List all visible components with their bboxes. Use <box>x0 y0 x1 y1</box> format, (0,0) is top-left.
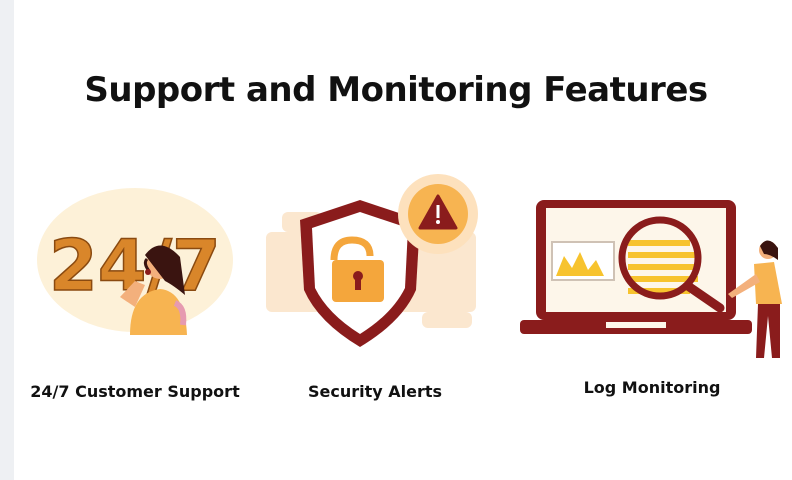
shield-alert-illustration <box>266 174 478 347</box>
feature-label-security-alerts: Security Alerts <box>307 382 443 401</box>
left-edge-strip <box>0 0 14 480</box>
laptop-magnifier-illustration <box>520 200 782 358</box>
feature-customer-support: 24/7 <box>35 185 235 340</box>
feature-log-monitoring <box>520 198 790 366</box>
feature-security-alerts <box>262 172 494 352</box>
feature-label-customer-support: 24/7 Customer Support <box>30 382 240 401</box>
feature-label-log-monitoring: Log Monitoring <box>583 378 721 397</box>
page-title: Support and Monitoring Features <box>84 70 708 110</box>
customer-support-illustration: 24/7 <box>37 188 233 335</box>
